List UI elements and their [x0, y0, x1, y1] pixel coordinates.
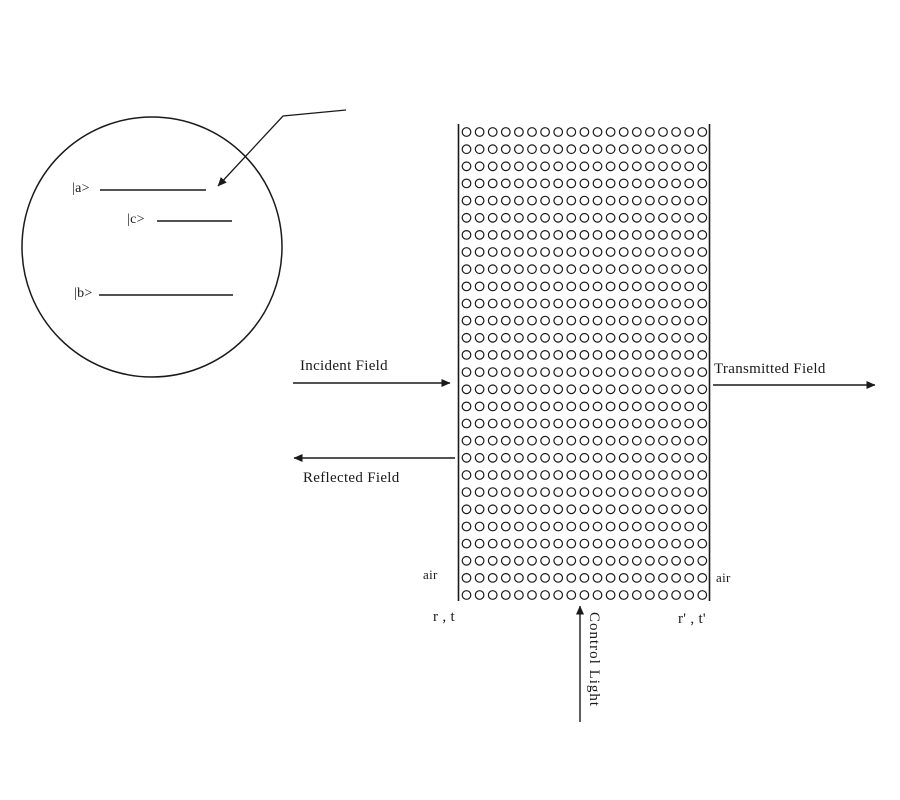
air-right-label: air	[716, 570, 731, 585]
atom-lattice	[461, 127, 708, 600]
incident-field-label: Incident Field	[300, 358, 388, 374]
rt-right-label: r' , t'	[678, 611, 706, 627]
level-c-label: |c>	[127, 212, 145, 227]
atom-inset-circle	[21, 116, 283, 378]
control-light-label: Control Light	[586, 612, 602, 708]
reflected-field-label: Reflected Field	[303, 470, 400, 486]
rt-left-label: r , t	[433, 609, 455, 625]
transmitted-field-label: Transmitted Field	[714, 361, 826, 377]
level-a-label: |a>	[72, 181, 90, 196]
inset-pointer-line	[217, 109, 347, 187]
air-left-label: air	[423, 567, 438, 582]
level-b-label: |b>	[74, 286, 93, 301]
